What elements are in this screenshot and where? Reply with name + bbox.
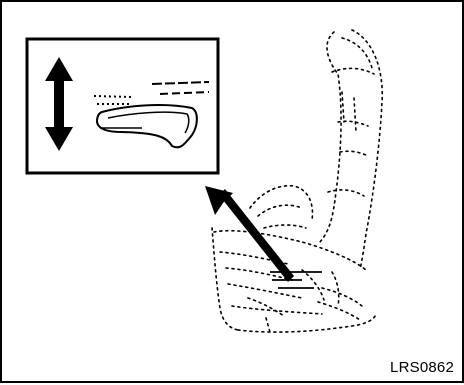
figure-code: LRS0862 (390, 359, 454, 376)
seat-lift-lever (270, 271, 322, 289)
lever-detail-inset (25, 37, 220, 175)
seat-lift-lever-icon (93, 81, 210, 149)
pointer-arrow-icon (205, 186, 294, 282)
seat-outline-icon (211, 29, 384, 333)
up-down-arrow-icon (45, 57, 73, 151)
